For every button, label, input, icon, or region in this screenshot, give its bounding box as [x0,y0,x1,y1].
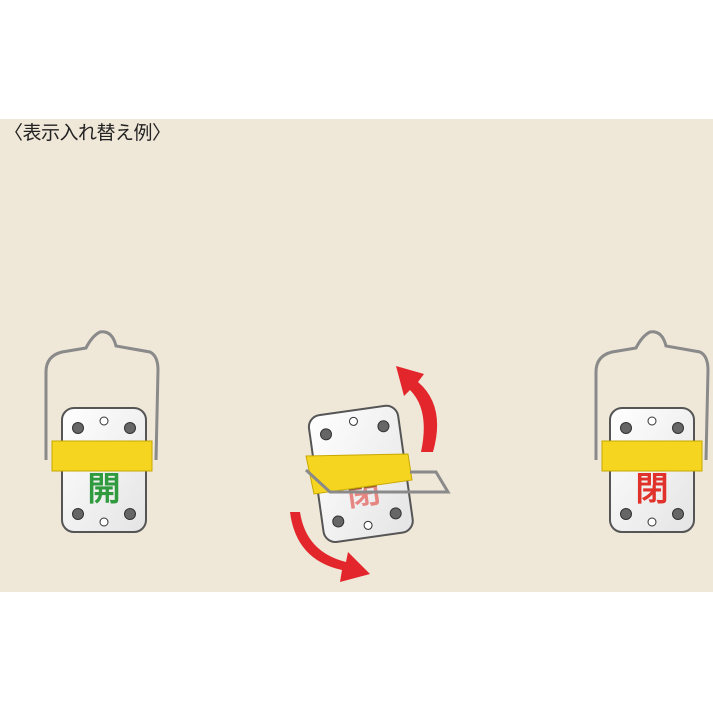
left-tag: 開 [44,330,160,533]
left-tag-screws [72,416,136,527]
right-tag-band [601,440,703,472]
right-tag-wire [594,330,710,461]
middle-tag-band [305,453,413,495]
right-tag-label: 閉 [636,469,669,508]
left-tag-band [51,440,153,472]
upper-rotation-arrow [396,366,438,452]
middle-tag-screws [320,416,402,530]
right-tag: 閉 [594,330,710,533]
lower-rotation-arrow [290,512,370,582]
right-tag-screws [620,416,684,527]
middle-tag: 開 閉 [304,404,451,543]
left-tag-label: 開 [88,469,121,508]
left-tag-wire [44,330,160,461]
middle-tag-wire [304,468,451,494]
caption: 〈表示入れ替え例〉 [4,122,171,144]
